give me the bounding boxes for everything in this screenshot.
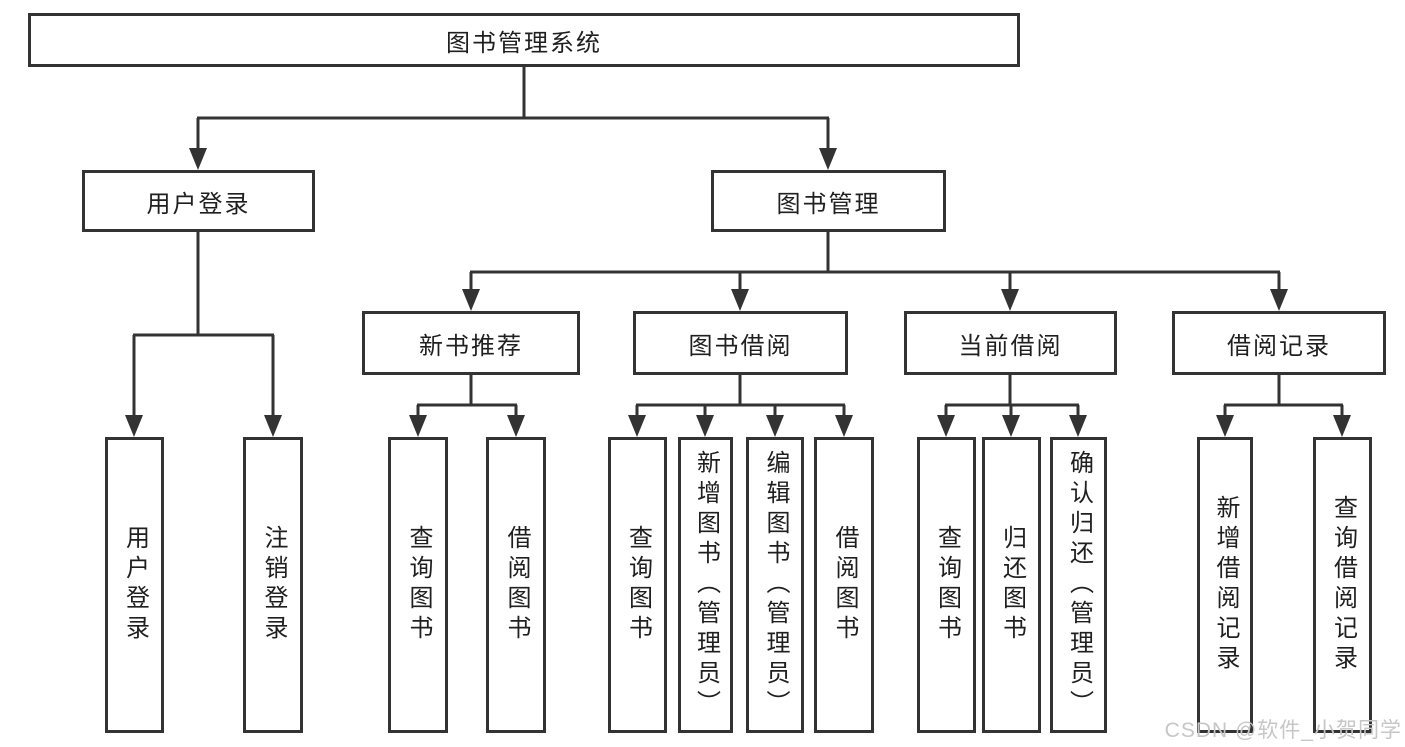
leaf-logout: 注销登录 [243, 437, 303, 733]
leaf-query-books-current: 查询图书 [917, 437, 976, 733]
leaf-confirm-return-admin: 确认归还（管理员） [1050, 437, 1107, 733]
node-label: 确认归还（管理员） [1065, 450, 1093, 720]
node-label: 查询图书 [624, 525, 652, 645]
node-label: 查询图书 [405, 525, 432, 645]
node-user-login: 用户登录 [82, 170, 315, 232]
leaf-return-book: 归还图书 [982, 437, 1041, 733]
node-new-book-recommend: 新书推荐 [362, 311, 580, 375]
node-label: 图书管理 [776, 190, 881, 218]
node-current-borrowing: 当前借阅 [904, 311, 1117, 375]
leaf-edit-book-admin: 编辑图书（管理员） [746, 437, 804, 733]
node-label: 编辑图书（管理员） [762, 450, 789, 720]
leaf-borrow-book: 借阅图书 [814, 437, 874, 733]
leaf-add-book-admin: 新增图书（管理员） [678, 437, 733, 733]
node-label: 借阅记录 [1227, 332, 1331, 360]
leaf-query-books-recommend: 查询图书 [388, 437, 448, 733]
node-label: 新书推荐 [419, 332, 523, 360]
node-book-management: 图书管理 [711, 170, 946, 232]
leaf-add-borrow-record: 新增借阅记录 [1197, 437, 1253, 733]
node-borrowing-records: 借阅记录 [1172, 311, 1386, 375]
leaf-borrow-books-recommend: 借阅图书 [486, 437, 546, 733]
node-label: 归还图书 [998, 525, 1026, 645]
node-label: 新增借阅记录 [1212, 495, 1239, 675]
node-library-management-system: 图书管理系统 [28, 13, 1020, 67]
node-label: 图书借阅 [688, 332, 793, 360]
node-label: 新增图书（管理员） [692, 450, 720, 720]
csdn-watermark: CSDN @软件_小贺同学 [1164, 719, 1402, 742]
leaf-query-borrow-record: 查询借阅记录 [1313, 437, 1372, 733]
leaf-user-login: 用户登录 [105, 437, 164, 733]
node-label: 当前借阅 [958, 332, 1063, 360]
node-label: 借阅图书 [831, 525, 858, 645]
node-label: 查询借阅记录 [1329, 495, 1357, 675]
node-book-borrowing: 图书借阅 [633, 311, 848, 375]
leaf-query-books-borrow: 查询图书 [608, 437, 667, 733]
node-label: 用户登录 [121, 525, 149, 645]
node-label: 注销登录 [260, 525, 287, 645]
node-label: 用户登录 [146, 190, 251, 218]
node-label: 借阅图书 [503, 525, 530, 645]
node-label: 图书管理系统 [446, 29, 602, 57]
node-label: 查询图书 [933, 525, 961, 645]
